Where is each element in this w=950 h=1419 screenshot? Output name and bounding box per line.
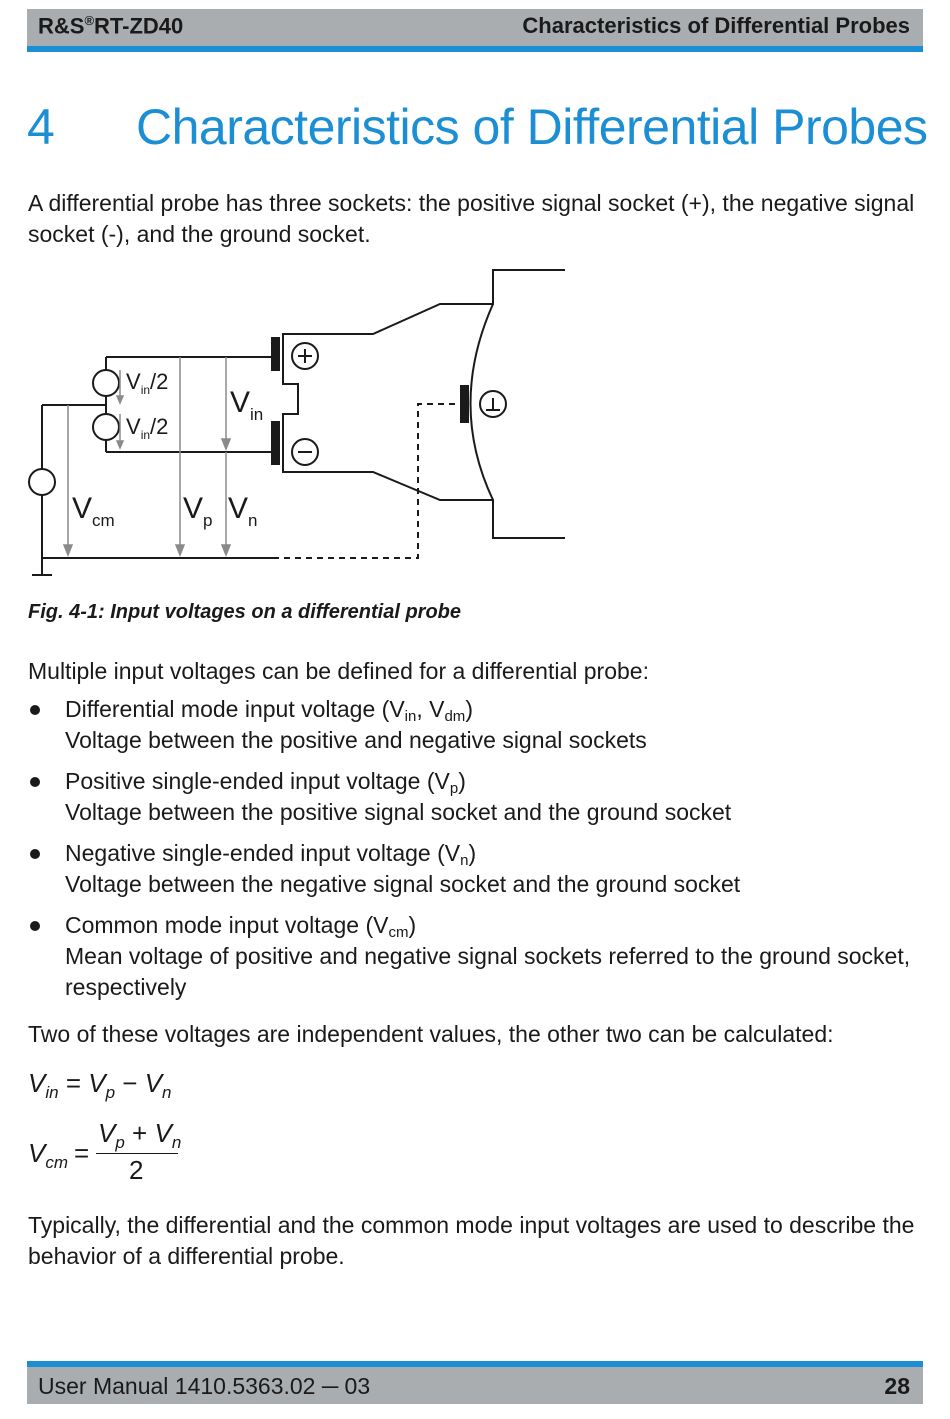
voltage-source-lower: [92, 413, 120, 441]
intro-paragraph: A differential probe has three sockets: …: [28, 190, 915, 247]
header-section-title: Characteristics of Differential Probes: [522, 13, 910, 38]
bullet-description: Voltage between the positive signal sock…: [65, 799, 732, 825]
list-item: Negative single-ended input voltage (Vn)…: [28, 838, 923, 900]
formula-vin: Vin = Vp − Vn: [28, 1068, 172, 1102]
footer-bar: [27, 1367, 923, 1404]
formula-vcm-lhs: Vcm: [28, 1138, 69, 1172]
label-vin-half-lower: Vin/2: [126, 414, 168, 442]
chapter-title: Characteristics of Differential Probes: [136, 99, 928, 155]
bullet-title: Common mode input voltage (Vcm): [65, 912, 417, 941]
ground-socket-pin: [460, 385, 469, 423]
ground-dashed-link: [273, 403, 461, 559]
formula-equals: =: [74, 1138, 90, 1168]
voltage-definitions-list: Differential mode input voltage (Vin, Vd…: [28, 694, 923, 1013]
label-vin: Vin: [230, 386, 263, 424]
positive-socket-pin: [271, 337, 280, 371]
bullet-title: Negative single-ended input voltage (Vn): [65, 840, 477, 869]
header-accent-line: [27, 46, 923, 52]
footer-accent-line: [27, 1361, 923, 1367]
bullet-dot-icon: [30, 921, 40, 931]
independent-values-paragraph: Two of these voltages are independent va…: [28, 1021, 834, 1047]
fraction-bar: [96, 1153, 178, 1154]
bullet-dot-icon: [30, 849, 40, 859]
list-item: Differential mode input voltage (Vin, Vd…: [28, 694, 923, 756]
voltage-source-upper: [92, 369, 120, 397]
probe-diagram: Vin/2 Vin/2 Vin Vcm Vp Vn: [28, 262, 588, 592]
formula-denominator: 2: [129, 1155, 144, 1185]
bullet-dot-icon: [30, 705, 40, 715]
label-vp: Vp: [183, 492, 212, 530]
bullet-title: Differential mode input voltage (Vin, Vd…: [65, 696, 473, 725]
footer-page-number: 28: [884, 1373, 910, 1399]
formula-numerator: Vp + Vn: [98, 1118, 182, 1152]
lead-paragraph: Multiple input voltages can be defined f…: [28, 658, 649, 684]
chapter-number: 4: [27, 99, 55, 155]
probe-body-outline: [282, 269, 565, 539]
figure-caption: Fig. 4-1: Input voltages on a differenti…: [28, 601, 462, 623]
bullet-dot-icon: [30, 777, 40, 787]
probe-inner-contour: [469, 303, 494, 501]
list-item: Positive single-ended input voltage (Vp)…: [28, 766, 923, 828]
list-item: Common mode input voltage (Vcm) Mean vol…: [28, 910, 923, 1003]
header-brand: R&S®RT-ZD40: [38, 13, 184, 39]
footer-document-id: User Manual 1410.5363.02 ─ 03: [38, 1373, 371, 1399]
ground-socket-icon: [479, 390, 507, 418]
label-vcm: Vcm: [72, 492, 115, 530]
formula-vcm: Vcm = Vp + Vn 2: [28, 1118, 228, 1185]
label-vin-half-upper: Vin/2: [126, 369, 168, 397]
bullet-title: Positive single-ended input voltage (Vp): [65, 768, 466, 797]
negative-socket-pin: [271, 421, 280, 465]
negative-socket-icon: [291, 438, 319, 466]
bullet-description: Voltage between the positive and negativ…: [65, 727, 647, 753]
label-vn: Vn: [228, 492, 257, 530]
bullet-description: Mean voltage of positive and negative si…: [65, 943, 911, 1000]
header-bar: [27, 9, 923, 46]
positive-socket-icon: [291, 342, 319, 370]
closing-paragraph: Typically, the differential and the comm…: [28, 1212, 915, 1269]
common-mode-source: [28, 468, 56, 496]
bullet-description: Voltage between the negative signal sock…: [65, 871, 741, 897]
